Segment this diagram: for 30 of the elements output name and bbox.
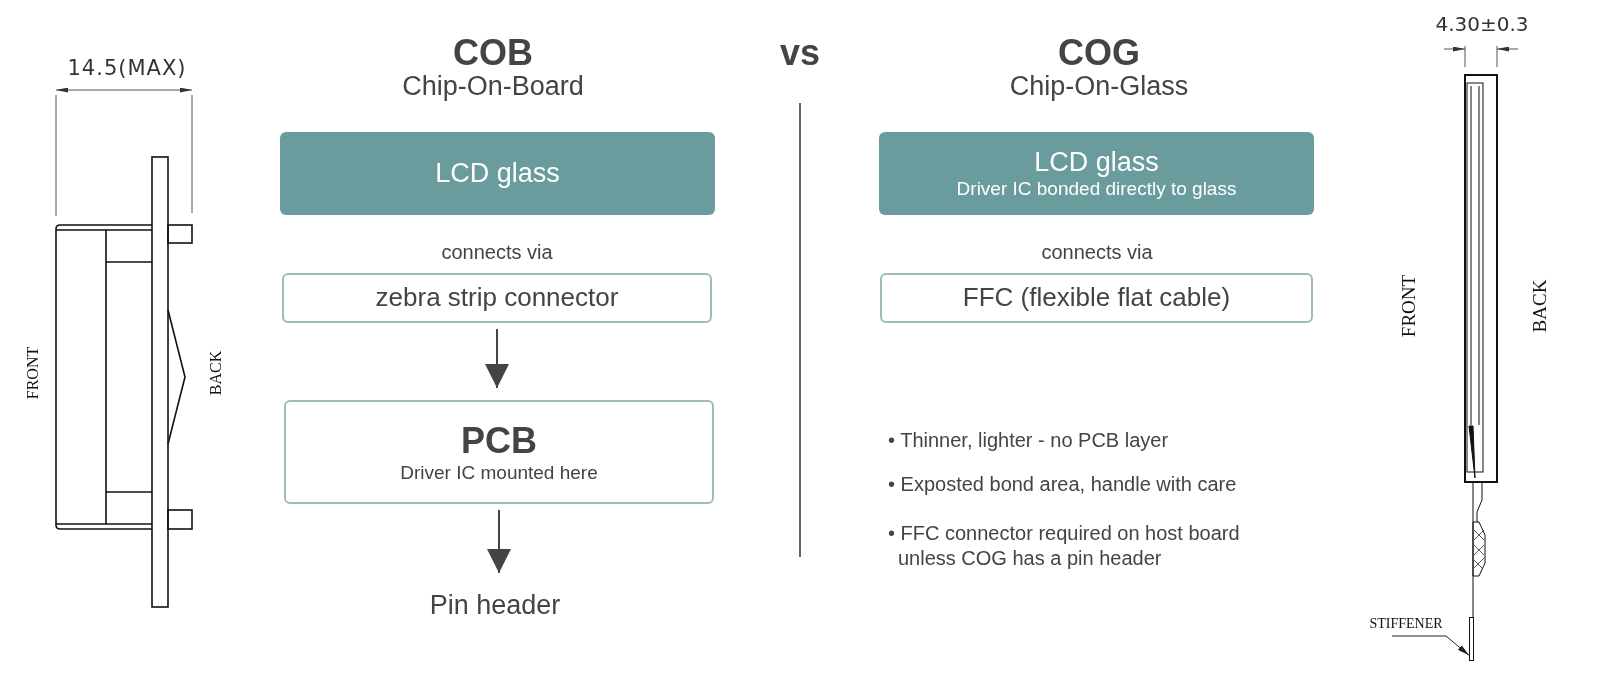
caption-text: connects via [440, 240, 554, 265]
box-subtitle: Driver IC bonded directly to glass [956, 178, 1237, 200]
leader-line [1391, 635, 1470, 656]
bullet-note: • Exposted bond area, handle with care [888, 472, 1238, 497]
side-label: BACK [1528, 279, 1552, 333]
vs-label: vs [778, 31, 821, 75]
box-title: FFC (flexible flat cable) [962, 283, 1231, 313]
side-label: FRONT [1397, 274, 1421, 338]
box-title: LCD glass [1034, 147, 1159, 179]
box-title: zebra strip connector [375, 283, 619, 313]
pcb-box [284, 400, 714, 504]
dimension-label: 4.30±0.3 [1434, 12, 1530, 37]
arrow [485, 328, 509, 389]
bullet-note: • Thinner, lighter - no PCB layer [888, 428, 1170, 453]
caption-text: connects via [1040, 240, 1154, 265]
box-title: PCB [461, 420, 537, 462]
connector-box [282, 273, 712, 323]
stiffener-strip [1469, 617, 1474, 661]
cable-box [880, 273, 1313, 323]
box-title: LCD glass [435, 157, 560, 189]
pin-header-label: Pin header [380, 585, 610, 625]
stiffener-label: STIFFENER [1366, 612, 1446, 636]
box-subtitle: Driver IC mounted here [400, 461, 598, 484]
dimension-label: 14.5(MAX) [66, 55, 188, 82]
side-label: FRONT [23, 346, 42, 400]
arrow [487, 509, 511, 574]
side-label: BACK [206, 350, 225, 396]
lcd-glass-box [280, 132, 715, 215]
lcd-glass-box [879, 132, 1314, 215]
bullet-note: • FFC connector required on host board unless COG has a pin header [888, 521, 1241, 571]
